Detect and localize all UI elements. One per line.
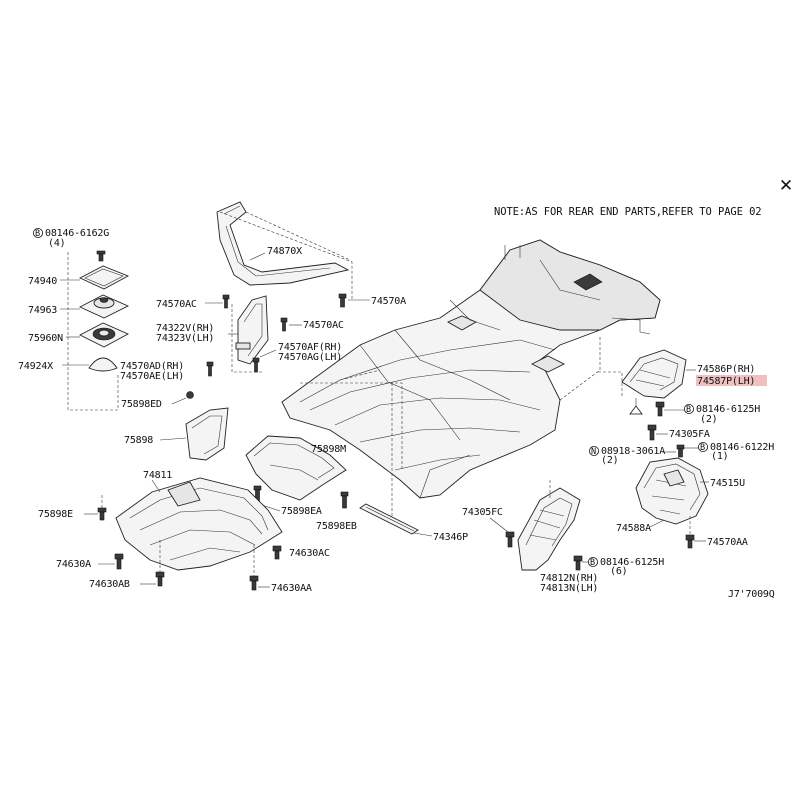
nut-08918-3061a[interactable]: N 08918-3061A (2) (589, 445, 676, 466)
part-75898-bracket[interactable]: 75898ED 75898 (121, 391, 229, 461)
label-74630ac: 74630AC (289, 548, 330, 559)
bolt-74630ac[interactable]: 74630AC (272, 545, 330, 560)
part-74515u-bracket[interactable]: 74515U 74588A (616, 457, 745, 534)
label-74924x: 74924X (18, 361, 53, 372)
label-74630aa: 74630AA (271, 583, 312, 594)
bolt-74630aa[interactable]: 74630AA (249, 545, 312, 594)
label-74323v: 74323V(LH) (156, 333, 214, 344)
bolt-74570ac-lower[interactable]: 74570AC (280, 317, 344, 332)
label-74515u: 74515U (710, 478, 745, 489)
label-74587p[interactable]: 74587P(LH) (697, 376, 755, 387)
bolt-74630ab[interactable]: 74630AB (89, 540, 165, 590)
bolt-74570a[interactable]: 74570A (338, 293, 406, 308)
part-74322v-bracket[interactable]: 74322V(RH) 74323V(LH) (156, 295, 269, 373)
label-74305fc: 74305FC (462, 507, 503, 518)
part-75960n-insulator[interactable]: 75960N (28, 322, 130, 348)
label-75898eb: 75898EB (316, 521, 357, 532)
note-text: NOTE:AS FOR REAR END PARTS,REFER TO PAGE… (494, 206, 762, 218)
bolt-08146-6122h[interactable]: B 08146-6122H (1) (676, 441, 774, 462)
bolt-74570aa[interactable]: 74570AA (685, 516, 748, 549)
nut-mark-n-icon: N (591, 447, 596, 457)
label-74570ac-lower: 74570AC (303, 320, 344, 331)
bolt-74570ad[interactable]: 74570AD(RH) 74570AE(LH) (120, 361, 214, 382)
label-08146-6162g-qty: (4) (48, 238, 65, 249)
label-08146-6125h-upper-qty: (2) (700, 414, 717, 425)
label-75898ea: 75898EA (281, 506, 322, 517)
part-74870x-crossmember[interactable]: 74870X (216, 201, 353, 300)
close-button[interactable]: ✕ (774, 175, 798, 197)
part-74586p-bracket[interactable]: 74586P(RH) 74587P(LH) (598, 349, 767, 399)
label-74570ae: 74570AE(LH) (120, 371, 184, 382)
bolt-75898e[interactable]: 75898E (38, 495, 107, 521)
bolt-74305fc[interactable]: 74305FC (462, 507, 515, 548)
label-75960n: 75960N (28, 333, 63, 344)
label-74570ag: 74570AG(LH) (278, 352, 342, 363)
label-74570ad: 74570AD(RH) (120, 361, 184, 372)
label-08146-6125h-lower: 08146-6125H (600, 557, 664, 568)
highlight-74587p (696, 375, 767, 386)
label-74586p: 74586P(RH) (697, 364, 755, 375)
part-74940-gasket[interactable]: 74940 (28, 265, 130, 290)
label-74870x: 74870X (267, 246, 302, 257)
label-74305fa: 74305FA (669, 429, 710, 440)
bolt-74570ac-upper[interactable]: 74570AC (156, 294, 230, 310)
label-74570ac-upper: 74570AC (156, 299, 197, 310)
bolt-08146-6162g[interactable]: B 08146-6162G (4) (33, 227, 109, 262)
close-icon: ✕ (778, 176, 794, 196)
label-08146-6125h-lower-qty: (6) (610, 566, 627, 577)
label-08918-3061a-qty: (2) (601, 455, 618, 466)
figure-code: J7'7009Q (728, 589, 775, 600)
bolt-08146-6125h-lower[interactable]: B 08146-6125H (6) (573, 555, 664, 577)
label-74963: 74963 (28, 305, 57, 316)
label-74322v: 74322V(RH) (156, 323, 214, 334)
left-stack-group: B 08146-6162G (4) 74940 74963 (18, 227, 130, 411)
label-74630a: 74630A (56, 559, 91, 570)
label-75898e: 75898E (38, 509, 73, 520)
bolt-75898eb[interactable]: 75898EB (316, 491, 357, 532)
label-75898: 75898 (124, 435, 153, 446)
label-74588a: 74588A (616, 523, 651, 534)
part-75898m-bracket[interactable]: 75898M (245, 435, 347, 501)
label-74812n: 74812N(RH) (540, 573, 598, 584)
part-74346p-rail[interactable]: 74346P (359, 503, 468, 543)
label-08146-6122h: 08146-6122H (710, 442, 774, 453)
label-08918-3061a: 08918-3061A (601, 446, 665, 457)
label-74940: 74940 (28, 276, 57, 287)
bolt-mark-b-icon: B (35, 229, 40, 239)
label-74813n: 74813N(LH) (540, 583, 598, 594)
bolt-74305fa[interactable]: 74305FA (647, 424, 710, 441)
bolt-74630a[interactable]: 74630A (56, 553, 124, 570)
label-75898m: 75898M (311, 444, 346, 455)
label-08146-6125h-upper: 08146-6125H (696, 404, 760, 415)
bolt-75898ea[interactable]: 75898EA (253, 485, 322, 517)
washer-part[interactable] (629, 398, 643, 415)
label-74570aa: 74570AA (707, 537, 748, 548)
bolt-mark-b-icon: B (700, 443, 705, 453)
part-74812n-bracket[interactable]: 74812N(RH) 74813N(LH) (517, 480, 598, 594)
part-74963-mount[interactable]: 74963 (28, 294, 130, 319)
label-74346p: 74346P (433, 532, 468, 543)
bolt-08146-6125h-upper[interactable]: B 08146-6125H (2) (655, 401, 760, 425)
label-74630ab: 74630AB (89, 579, 130, 590)
label-74570a: 74570A (371, 296, 406, 307)
part-74811-undercover[interactable]: 74811 (115, 470, 283, 571)
label-74811: 74811 (143, 470, 172, 481)
label-08146-6162g: 08146-6162G (45, 228, 109, 239)
part-74924x-cover[interactable]: 74924X (18, 357, 118, 372)
bolt-mark-b-icon: B (686, 405, 691, 415)
label-75898ed: 75898ED (121, 399, 162, 410)
label-08146-6122h-qty: (1) (711, 451, 728, 462)
bolt-mark-b-icon: B (590, 558, 595, 568)
floor-pan-assembly (281, 239, 661, 520)
bolt-74570af[interactable]: 74570AF(RH) 74570AG(LH) (252, 342, 342, 373)
label-74570af: 74570AF(RH) (278, 342, 342, 353)
